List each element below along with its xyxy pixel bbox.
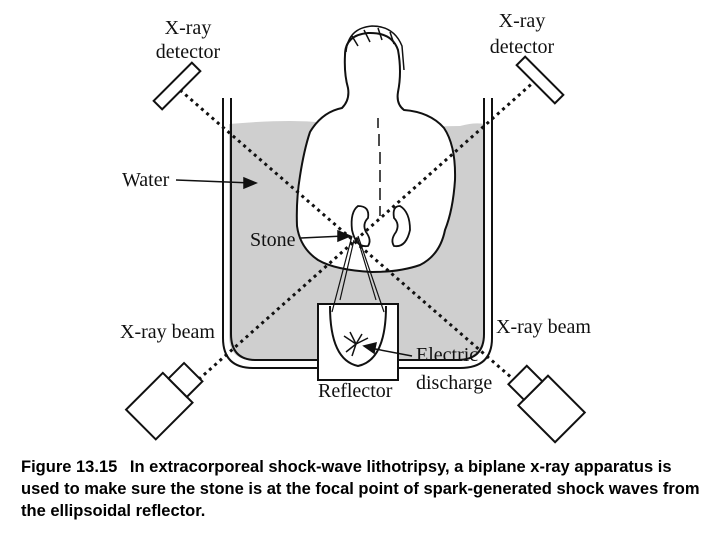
figure-caption: Figure 13.15 In extracorporeal shock-wav… [21,456,711,522]
stone-label: Stone [250,229,296,251]
x-ray-detector-right [515,55,565,105]
beam-left-label: X-ray beam [120,321,215,343]
spine [377,118,381,216]
kidney-left [350,205,371,248]
electric-label-2: discharge [416,372,492,394]
pointer-arrows [175,176,413,357]
reflector-label: Reflector [318,380,393,402]
shock-wave-paths [331,235,385,313]
caption-text: In extracorporeal shock-wave lithotripsy… [21,458,700,520]
detector-left-label-1: X-ray [165,17,212,39]
patient [295,31,457,274]
x-ray-detector-left [152,61,202,111]
x-ray-beams [179,78,537,387]
lithotripsy-diagram: X-ray detector X-ray detector Water Ston… [120,10,591,444]
beam-right-label: X-ray beam [496,316,591,338]
x-ray-source-left [124,361,204,441]
water-label: Water [122,169,170,191]
kidney-right [391,205,411,248]
x-ray-source-right [506,364,587,444]
detector-left-label-2: detector [156,41,221,63]
detector-right-label-1: X-ray [499,10,546,32]
spark-icon [343,331,369,357]
detector-right-label-2: detector [490,36,555,58]
hair [345,25,405,71]
electric-label-1: Electric [416,344,478,366]
figure-number: Figure 13.15 [21,458,118,476]
